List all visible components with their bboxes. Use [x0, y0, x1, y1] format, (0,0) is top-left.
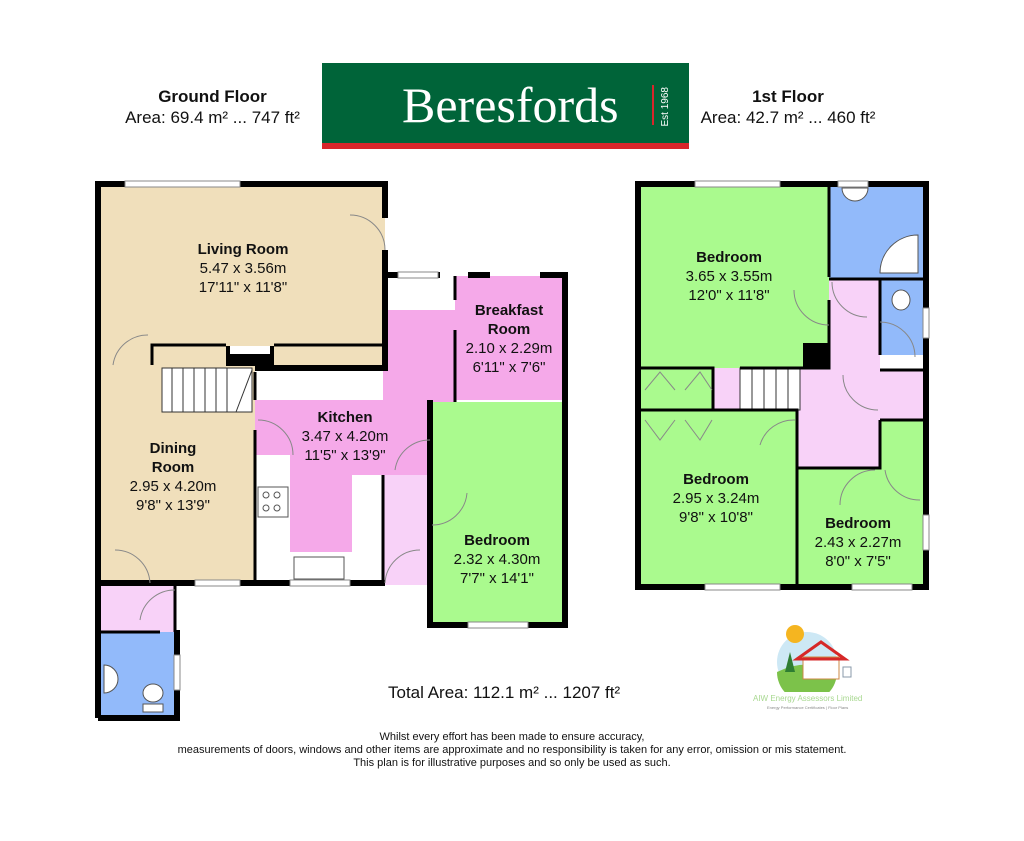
room-name: Breakfast [474, 302, 544, 319]
ground-bedroom-label: Bedroom 2.32 x 4.30m 7'7" x 14'1" [454, 531, 541, 588]
kitchen-counter-left [257, 368, 379, 400]
hob [257, 486, 289, 518]
ground-floor-title: Ground Floor [158, 87, 267, 106]
window [837, 180, 869, 188]
window [851, 583, 913, 591]
total-area: Total Area: 112.1 m² ... 1207 ft² [388, 683, 621, 702]
room-name: Bedroom [464, 532, 530, 549]
toilet [142, 683, 164, 703]
breakfast-room-label: Breakfast Room 2.10 x 2.29m 6'11" x 7'6" [466, 301, 553, 377]
chimney-breast [803, 343, 829, 368]
room-imperial: 11'5" x 13'9" [304, 447, 386, 464]
toilet [891, 289, 911, 311]
room-imperial: 8'0" x 7'5" [825, 553, 891, 570]
beresfords-logo: Beresfords Est 1968 [322, 63, 689, 149]
room-metric: 2.95 x 3.24m [672, 490, 760, 507]
first-floor-plan [635, 180, 930, 591]
room-imperial: 9'8" x 13'9" [136, 497, 210, 514]
living-room-label: Living Room 5.47 x 3.56m 17'11" x 11'8" [198, 240, 289, 297]
bedroom-1-area [638, 184, 829, 368]
bedroom-3-label: Bedroom 2.43 x 2.27m 8'0" x 7'5" [815, 514, 902, 571]
window [124, 180, 241, 188]
room-imperial: 6'11" x 7'6" [472, 359, 546, 376]
room-name: Kitchen [317, 409, 373, 426]
disclaimer: Whilst every effort has been made to ens… [0, 731, 1024, 770]
bedroom-3-area [797, 420, 926, 587]
kitchen-area [255, 310, 455, 552]
logo-name: Beresfords [402, 77, 619, 133]
cupboard-1-area [638, 368, 715, 412]
room-metric: 3.47 x 4.20m [301, 428, 389, 445]
ground-floor-header: Ground Floor Area: 69.4 m² ... 747 ft² [105, 86, 320, 128]
basin [841, 187, 869, 202]
first-stairs [739, 367, 801, 411]
disclaimer-line: This plan is for illustrative purposes a… [353, 757, 671, 769]
hall-area [383, 475, 430, 585]
kitchen-label: Kitchen 3.47 x 4.20m 11'5" x 13'9" [302, 408, 389, 465]
window [922, 307, 930, 339]
window [397, 271, 439, 279]
ground-floor-plan [95, 180, 568, 721]
window [922, 514, 930, 551]
disclaimer-line: Whilst every effort has been made to ens… [379, 731, 645, 743]
room-imperial: 9'8" x 10'8" [679, 509, 753, 526]
assessor-tagline: Energy Performance Certificates | Floor … [767, 705, 849, 710]
room-name: Dining [149, 440, 197, 457]
sink [293, 556, 345, 580]
breakfast-room-area [455, 276, 565, 400]
room-name: Living Room [197, 241, 289, 258]
room-name: Bedroom [696, 249, 762, 266]
bedroom-2-area [638, 410, 797, 587]
window [694, 180, 781, 188]
room-name-line2: Room [151, 459, 195, 476]
room-imperial: 12'0" x 11'8" [688, 287, 770, 304]
room-metric: 3.65 x 3.55m [685, 268, 773, 285]
room-metric: 5.47 x 3.56m [199, 260, 287, 277]
window [173, 654, 181, 691]
window [467, 621, 529, 629]
ground-stairs [161, 367, 253, 413]
window [289, 579, 351, 587]
logo-divider [652, 85, 654, 125]
basin [103, 664, 119, 694]
first-floor-area: Area: 42.7 m² ... 460 ft² [700, 108, 876, 127]
assessor-logo: AIW Energy Assessors Limited Energy Perf… [745, 622, 895, 720]
room-metric: 2.43 x 2.27m [814, 534, 902, 551]
room-metric: 2.10 x 2.29m [465, 340, 553, 357]
room-name: Bedroom [683, 471, 749, 488]
first-floor-title: 1st Floor [752, 87, 824, 106]
wc-lobby-area [98, 585, 175, 632]
room-metric: 2.32 x 4.30m [453, 551, 541, 568]
kitchen-counter-top [383, 280, 453, 310]
ground-bedroom-area [430, 402, 565, 624]
room-name: Bedroom [825, 515, 891, 532]
landing-area [713, 279, 923, 468]
room-imperial: 17'11" x 11'8" [198, 279, 288, 296]
room-name-line2: Room [487, 321, 531, 338]
room-metric: 2.95 x 4.20m [129, 478, 217, 495]
shower-tray [879, 234, 919, 274]
first-floor-header: 1st Floor Area: 42.7 m² ... 460 ft² [688, 86, 888, 128]
disclaimer-line: measurements of doors, windows and other… [177, 744, 847, 756]
dining-room-label: Dining Room 2.95 x 4.20m 9'8" x 13'9" [130, 439, 217, 515]
bedroom-1-label: Bedroom 3.65 x 3.55m 12'0" x 11'8" [686, 248, 773, 305]
house-sun-icon [777, 625, 852, 702]
assessor-name: AIW Energy Assessors Limited [753, 694, 863, 703]
window [194, 579, 241, 587]
ground-floor-area: Area: 69.4 m² ... 747 ft² [125, 108, 300, 127]
bedroom-2-label: Bedroom 2.95 x 3.24m 9'8" x 10'8" [673, 470, 760, 527]
window [704, 583, 781, 591]
room-imperial: 7'7" x 14'1" [460, 570, 534, 587]
